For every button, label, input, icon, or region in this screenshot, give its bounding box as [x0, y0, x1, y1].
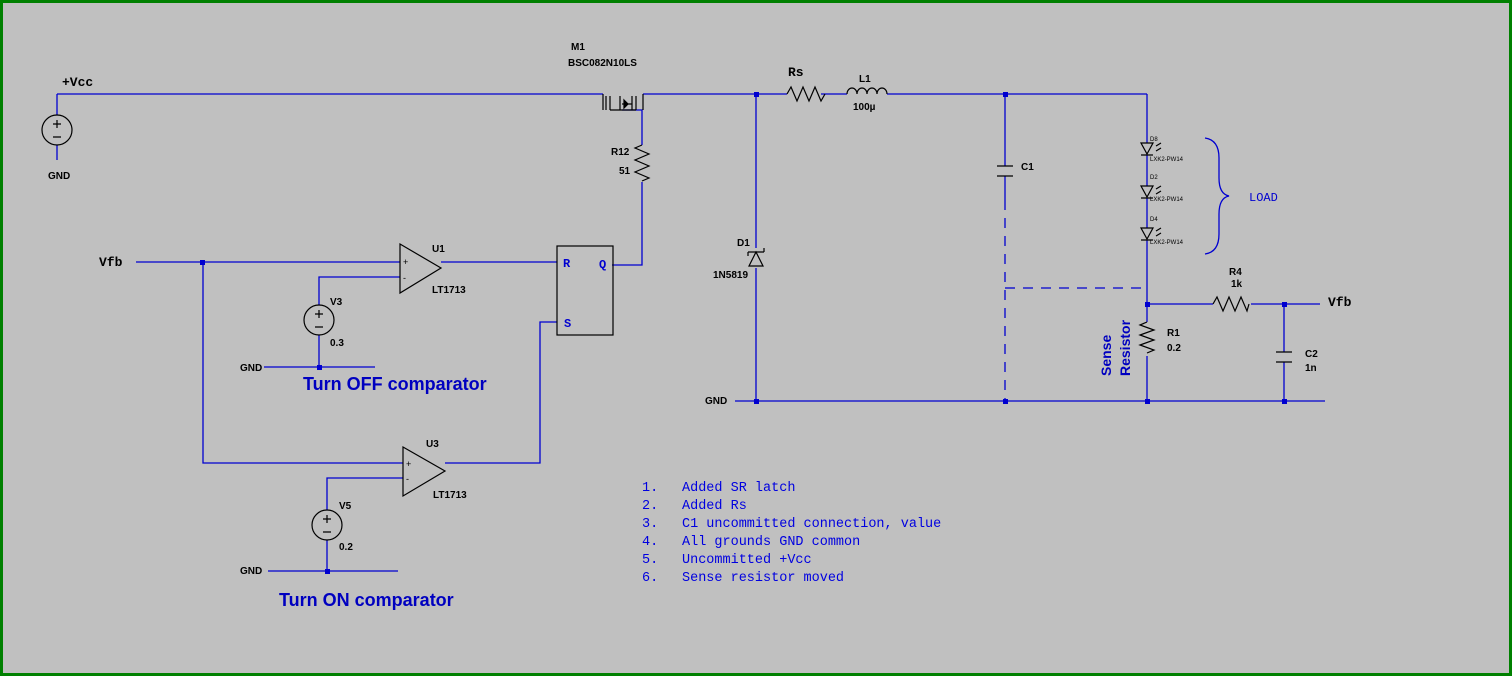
- r4-value-label: 1k: [1231, 279, 1243, 290]
- u3-plus-sign: +: [406, 459, 411, 469]
- rs-resistor-symbol[interactable]: [786, 85, 826, 103]
- note-number: 1.: [642, 481, 658, 496]
- v3-value-label: 0.3: [330, 338, 344, 349]
- led-d8-symbol[interactable]: [1139, 142, 1162, 156]
- note-text: All grounds GND common: [682, 535, 860, 550]
- r1-ref-label: R1: [1167, 328, 1180, 339]
- latch-r-pin-label: R: [563, 257, 571, 271]
- u3-ref-label: U3: [426, 439, 439, 450]
- u1-minus-sign: -: [403, 273, 406, 283]
- note-text: Sense resistor moved: [682, 571, 844, 586]
- v5-ref-label: V5: [339, 501, 352, 512]
- latch-s-pin-label: S: [564, 317, 571, 331]
- r12-ref-label: R12: [611, 147, 630, 158]
- m1-ref-label: M1: [571, 42, 585, 53]
- mosfet-m1-symbol[interactable]: [602, 94, 644, 111]
- l1-value-label: 100µ: [853, 102, 876, 113]
- l1-ref-label: L1: [859, 74, 871, 85]
- note-number: 3.: [642, 517, 658, 532]
- r4-resistor-symbol[interactable]: [1212, 295, 1250, 313]
- note-number: 5.: [642, 553, 658, 568]
- turn-on-comparator-title: Turn ON comparator: [279, 590, 454, 610]
- c2-capacitor-symbol[interactable]: [1276, 351, 1292, 363]
- c1-capacitor-symbol[interactable]: [997, 165, 1013, 177]
- r1-resistor-symbol[interactable]: [1138, 321, 1156, 354]
- sr-latch-symbol[interactable]: [556, 245, 614, 336]
- d4-value-label: LXK2-PW14: [1150, 240, 1184, 246]
- d8-value-label: LXK2-PW14: [1150, 157, 1184, 163]
- c1-ref-label: C1: [1021, 162, 1034, 173]
- wires: [56, 93, 1325, 572]
- sense-label-line2: Resistor: [1117, 319, 1133, 376]
- vfb-net-label-left: Vfb: [99, 255, 123, 270]
- u3-minus-sign: -: [406, 474, 409, 484]
- r1-value-label: 0.2: [1167, 343, 1181, 354]
- vcc-net-label: +Vcc: [62, 75, 93, 90]
- v3-source-symbol[interactable]: [303, 304, 335, 336]
- note-text: Added SR latch: [682, 481, 795, 496]
- v5-source-symbol[interactable]: [311, 509, 343, 541]
- c2-value-label: 1n: [1305, 363, 1317, 374]
- r12-resistor-symbol[interactable]: [633, 144, 651, 182]
- d1-value-label: 1N5819: [713, 270, 748, 281]
- v3-ref-label: V3: [330, 297, 343, 308]
- d8-ref-label: D8: [1150, 137, 1158, 143]
- r12-value-label: 51: [619, 166, 631, 177]
- d1-diode-symbol[interactable]: [747, 248, 765, 267]
- note-number: 4.: [642, 535, 658, 550]
- u1-plus-sign: +: [403, 257, 408, 267]
- u3-value-label: LT1713: [433, 490, 467, 501]
- sense-label-line1: Sense: [1098, 335, 1114, 376]
- r4-ref-label: R4: [1229, 267, 1242, 278]
- junctions: [200, 92, 1287, 574]
- m1-value-label: BSC082N10LS: [568, 58, 637, 69]
- vfb-net-label-right: Vfb: [1328, 295, 1352, 310]
- note-text: Added Rs: [682, 499, 747, 514]
- v5-value-label: 0.2: [339, 542, 353, 553]
- u1-value-label: LT1713: [432, 285, 466, 296]
- opamp-u3-symbol[interactable]: [402, 445, 447, 498]
- gnd-label-power: GND: [705, 396, 727, 407]
- note-text: C1 uncommitted connection, value: [682, 517, 941, 532]
- notes-list: 1. Added SR latch 2. Added Rs 3. C1 unco…: [642, 481, 941, 586]
- turn-off-comparator-title: Turn OFF comparator: [303, 374, 487, 394]
- latch-q-pin-label: Q: [599, 258, 606, 272]
- led-d4-symbol[interactable]: [1139, 227, 1162, 241]
- opamp-u1-symbol[interactable]: [399, 242, 443, 295]
- note-number: 6.: [642, 571, 658, 586]
- d1-ref-label: D1: [737, 238, 750, 249]
- load-label: LOAD: [1249, 191, 1278, 205]
- d2-ref-label: D2: [1150, 175, 1158, 181]
- d4-ref-label: D4: [1150, 217, 1158, 223]
- gnd-label-vcc: GND: [48, 171, 70, 182]
- u1-ref-label: U1: [432, 244, 445, 255]
- d2-value-label: LXK2-PW14: [1150, 197, 1184, 203]
- vcc-source-symbol[interactable]: [41, 114, 73, 146]
- gnd-label-v5: GND: [240, 566, 262, 577]
- load-brace: [1204, 137, 1230, 255]
- note-number: 2.: [642, 499, 658, 514]
- c2-ref-label: C2: [1305, 349, 1318, 360]
- l1-inductor-symbol[interactable]: [846, 87, 888, 95]
- led-d2-symbol[interactable]: [1139, 185, 1162, 199]
- rs-ref-label: Rs: [788, 65, 804, 80]
- gnd-label-v3: GND: [240, 363, 262, 374]
- note-text: Uncommitted +Vcc: [682, 553, 812, 568]
